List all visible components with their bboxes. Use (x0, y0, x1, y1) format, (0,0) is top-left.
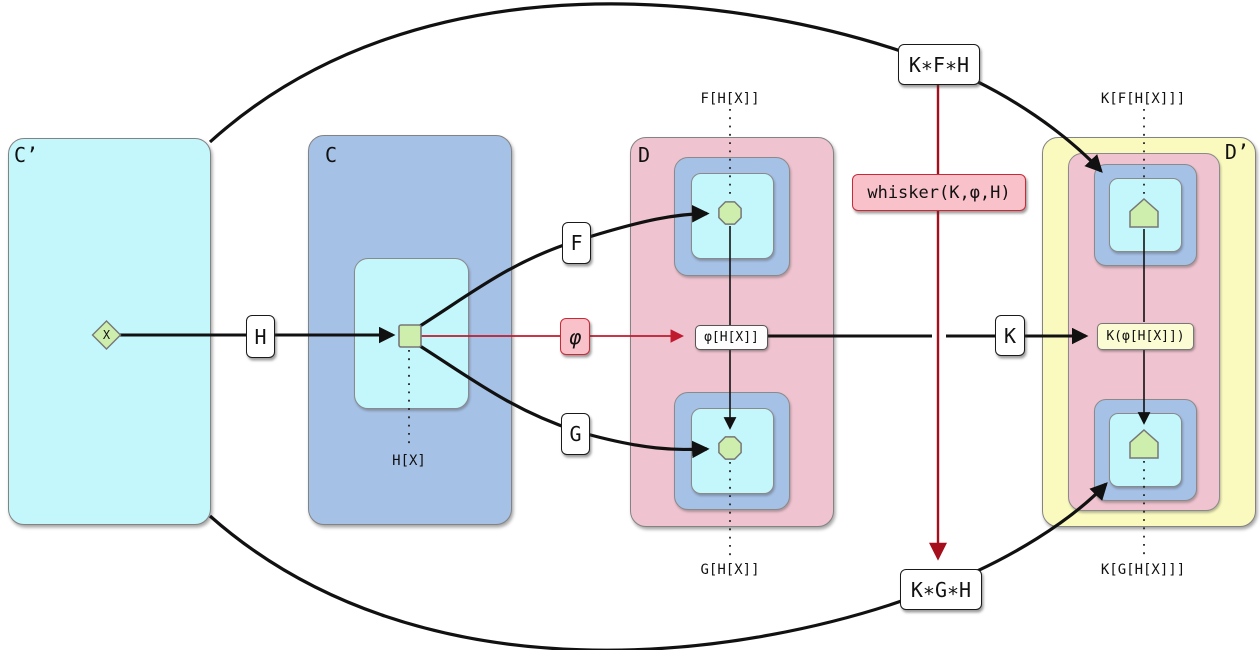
kgh-composite-label: K∗G∗H (900, 569, 982, 610)
kfh-composite-label: K∗F∗H (898, 44, 980, 85)
kfhx-object-label: K[F[H[X]]] (1100, 91, 1186, 107)
fhx-octagon-icon (718, 201, 742, 225)
phi-arrow-label: φ (560, 318, 590, 355)
k-arrow-label: K (995, 315, 1025, 356)
d-prime-kf-image-box (1094, 164, 1197, 266)
fhx-object-label: F[H[X]] (700, 91, 760, 107)
kfh-composite-arc (208, 2, 1103, 173)
h-arrow-label: H (246, 315, 275, 358)
category-c-prime-label: C’ (14, 143, 39, 167)
kghx-object-label: K[G[H[X]]] (1100, 562, 1186, 578)
category-d-prime-label: D’ (1224, 140, 1249, 164)
phi-hx-node: φ[H[X]] (695, 325, 768, 350)
kgh-composite-arc (208, 482, 1108, 650)
f-arrow-label: F (562, 222, 591, 264)
hx-object-label: H[X] (392, 453, 426, 469)
kghx-pentagon-icon (1129, 428, 1159, 459)
category-d-label: D (638, 143, 651, 167)
x-object-label: X (102, 328, 111, 342)
hx-square-icon (398, 324, 422, 348)
ghx-octagon-icon (718, 436, 742, 460)
k-phi-hx-node: K(φ[H[X]]) (1097, 323, 1194, 350)
whisker-label: whisker(K,φ,H) (852, 174, 1026, 211)
ghx-object-label: G[H[X]] (700, 562, 760, 578)
g-arrow-label: G (561, 413, 590, 455)
x-diamond-icon (91, 320, 122, 350)
kfhx-pentagon-icon (1129, 197, 1159, 228)
category-c-label: C (325, 143, 338, 167)
